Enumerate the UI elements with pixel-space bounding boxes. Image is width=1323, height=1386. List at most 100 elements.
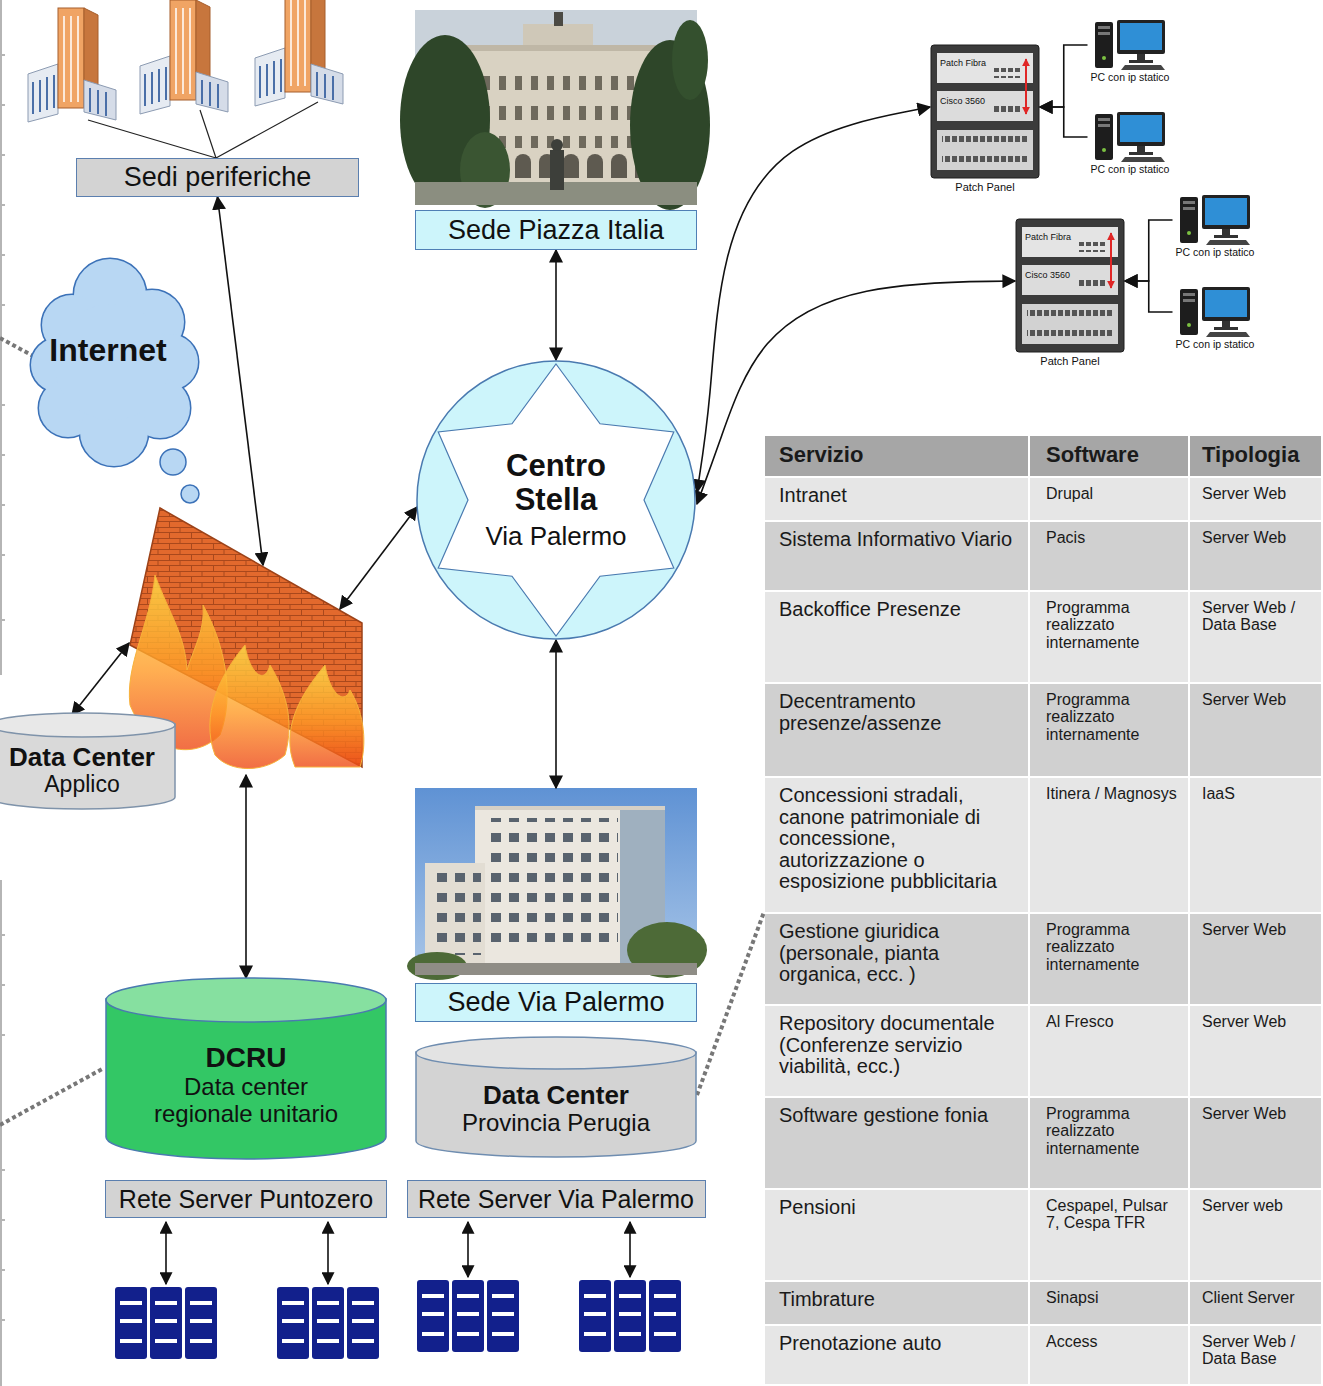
table-text: Programma realizzato internamente (1046, 691, 1180, 743)
cylinder-outline (106, 978, 386, 1022)
table-text: Concessioni stradali, canone patrimonial… (779, 785, 1018, 893)
table-cell: Itinera / Magnosys (1030, 778, 1188, 912)
panel-label: Cisco 3560 (940, 96, 985, 106)
site-band: Sede Via Palermo (415, 983, 697, 1022)
table-cell: Server Web (1190, 914, 1321, 1004)
hub-star: Centro StellaVia Palermo (416, 360, 696, 640)
cloud-bubble (160, 449, 199, 503)
table-cell: Server Web (1190, 478, 1321, 520)
cylinder-outline (0, 713, 175, 737)
table-text: Backoffice Presenze (779, 599, 1018, 621)
pc-workstation: PC con ip statico (1173, 195, 1258, 263)
table-text: Programma realizzato internamente (1046, 1105, 1180, 1157)
cloud-bubble (160, 449, 186, 475)
text-holder: Data CenterApplico (0, 730, 176, 810)
table-cell: Server Web (1190, 1006, 1321, 1096)
table-text: Programma realizzato internamente (1046, 599, 1180, 651)
office-buildings (140, 0, 228, 114)
table-cell: Backoffice Presenze (765, 592, 1028, 682)
table-cell: Programma realizzato internamente (1030, 684, 1188, 776)
table-cell: Server Web (1190, 684, 1321, 776)
pc-icon (1180, 287, 1250, 337)
pc-icon (1180, 195, 1250, 245)
table-cell: Pacis (1030, 522, 1188, 590)
server-arrow (166, 1222, 630, 1284)
text-holder: Centro StellaVia Palermo (416, 360, 696, 640)
server-icon (115, 1280, 681, 1359)
table-text: Sistema Informativo Viario (779, 529, 1018, 551)
node-label: Provincia Perugia (462, 1110, 650, 1137)
connector-arrow (340, 507, 417, 609)
table-text: Server Web (1202, 921, 1315, 938)
building-photo (672, 20, 708, 100)
table-text: Gestione giuridica (personale, pianta or… (779, 921, 1018, 986)
panel-label: Cisco 3560 (1025, 270, 1070, 280)
table-cell: Sinapsi (1030, 1282, 1188, 1324)
table-text: Cespapel, Pulsar 7, Cespa TFR (1046, 1197, 1180, 1232)
table-cell: Programma realizzato internamente (1030, 914, 1188, 1004)
building-photo (407, 788, 707, 980)
table-text: Server Web (1202, 485, 1315, 502)
table-cell: Concessioni stradali, canone patrimonial… (765, 778, 1028, 912)
data-center-cylinder: Data CenterProvincia Perugia (415, 1036, 697, 1158)
server-icon (277, 1287, 379, 1359)
panel-label: Patch Fibra (1025, 232, 1071, 242)
building-photo (429, 870, 481, 955)
rack-icon (1016, 219, 1124, 352)
connector-arrow (1040, 45, 1088, 107)
table-cell: Decentramento presenze/assenze (765, 684, 1028, 776)
table-cell: Client Server (1190, 1282, 1321, 1324)
column-header: Servizio (779, 443, 1018, 467)
table-text: Itinera / Magnosys (1046, 785, 1180, 802)
pc-caption: PC con ip statico (1091, 164, 1170, 176)
connector-arrow (72, 643, 129, 715)
table-cell: Programma realizzato internamente (1030, 592, 1188, 682)
connector-arrow (555, 640, 557, 788)
table-text: Server Web (1202, 691, 1315, 708)
node-label: Data center regionale unitario (136, 1074, 356, 1128)
server-arrow (165, 1222, 167, 1284)
pc-workstation: PC con ip statico (1088, 20, 1173, 88)
data-center-cylinder: Data CenterApplico (0, 712, 176, 810)
table-text: Prenotazione auto (779, 1333, 1018, 1355)
table-cell: Intranet (765, 478, 1028, 520)
pc-icon (1095, 112, 1165, 162)
table-cell: Al Fresco (1030, 1006, 1188, 1096)
table-cell: Access (1030, 1326, 1188, 1384)
table-text: Decentramento presenze/assenze (779, 691, 1018, 734)
cloud-bubble (181, 485, 199, 503)
table-cell: Drupal (1030, 478, 1188, 520)
table-cell: Prenotazione auto (765, 1326, 1028, 1384)
node-label: Rete Server Via Palermo (418, 1185, 694, 1213)
connector-arrow (1125, 220, 1173, 281)
node-label: Via Palermo (485, 522, 626, 551)
site-band: Sedi periferiche (76, 158, 359, 197)
table-cell: Server Web / Data Base (1190, 1326, 1321, 1384)
node-label: Data Center (483, 1081, 629, 1110)
cylinder-outline (416, 1037, 696, 1069)
building-photo (550, 150, 564, 190)
table-text: Pacis (1046, 529, 1180, 546)
panel-label: Patch Fibra (940, 58, 986, 68)
table-text: Server Web / Data Base (1202, 1333, 1315, 1368)
rack-icon (931, 45, 1124, 352)
table-cell: Software gestione fonia (765, 1098, 1028, 1188)
server-network-band: Rete Server Via Palermo (407, 1180, 706, 1218)
table-header-cell: Servizio (765, 436, 1028, 476)
server-icon (579, 1280, 681, 1352)
pc-workstation: PC con ip statico (1088, 112, 1173, 180)
table-cell: Repository documentale (Conferenze servi… (765, 1006, 1028, 1096)
site-photo: Sede Piazza Italia (415, 10, 697, 250)
pc-icon (1095, 20, 1165, 70)
connector-arrow (218, 197, 264, 565)
table-text: Al Fresco (1046, 1013, 1180, 1030)
server-arrow (327, 1222, 329, 1284)
patch-rack: Patch FibraCisco 3560Patch Panel (930, 44, 1040, 196)
pc-workstation: PC con ip statico (1173, 287, 1258, 355)
office-buildings (255, 0, 343, 106)
table-text: Programma realizzato internamente (1046, 921, 1180, 973)
office-buildings (28, 0, 343, 158)
server-arrow (467, 1222, 469, 1277)
building-photo (554, 12, 563, 26)
building-photo (483, 818, 618, 953)
